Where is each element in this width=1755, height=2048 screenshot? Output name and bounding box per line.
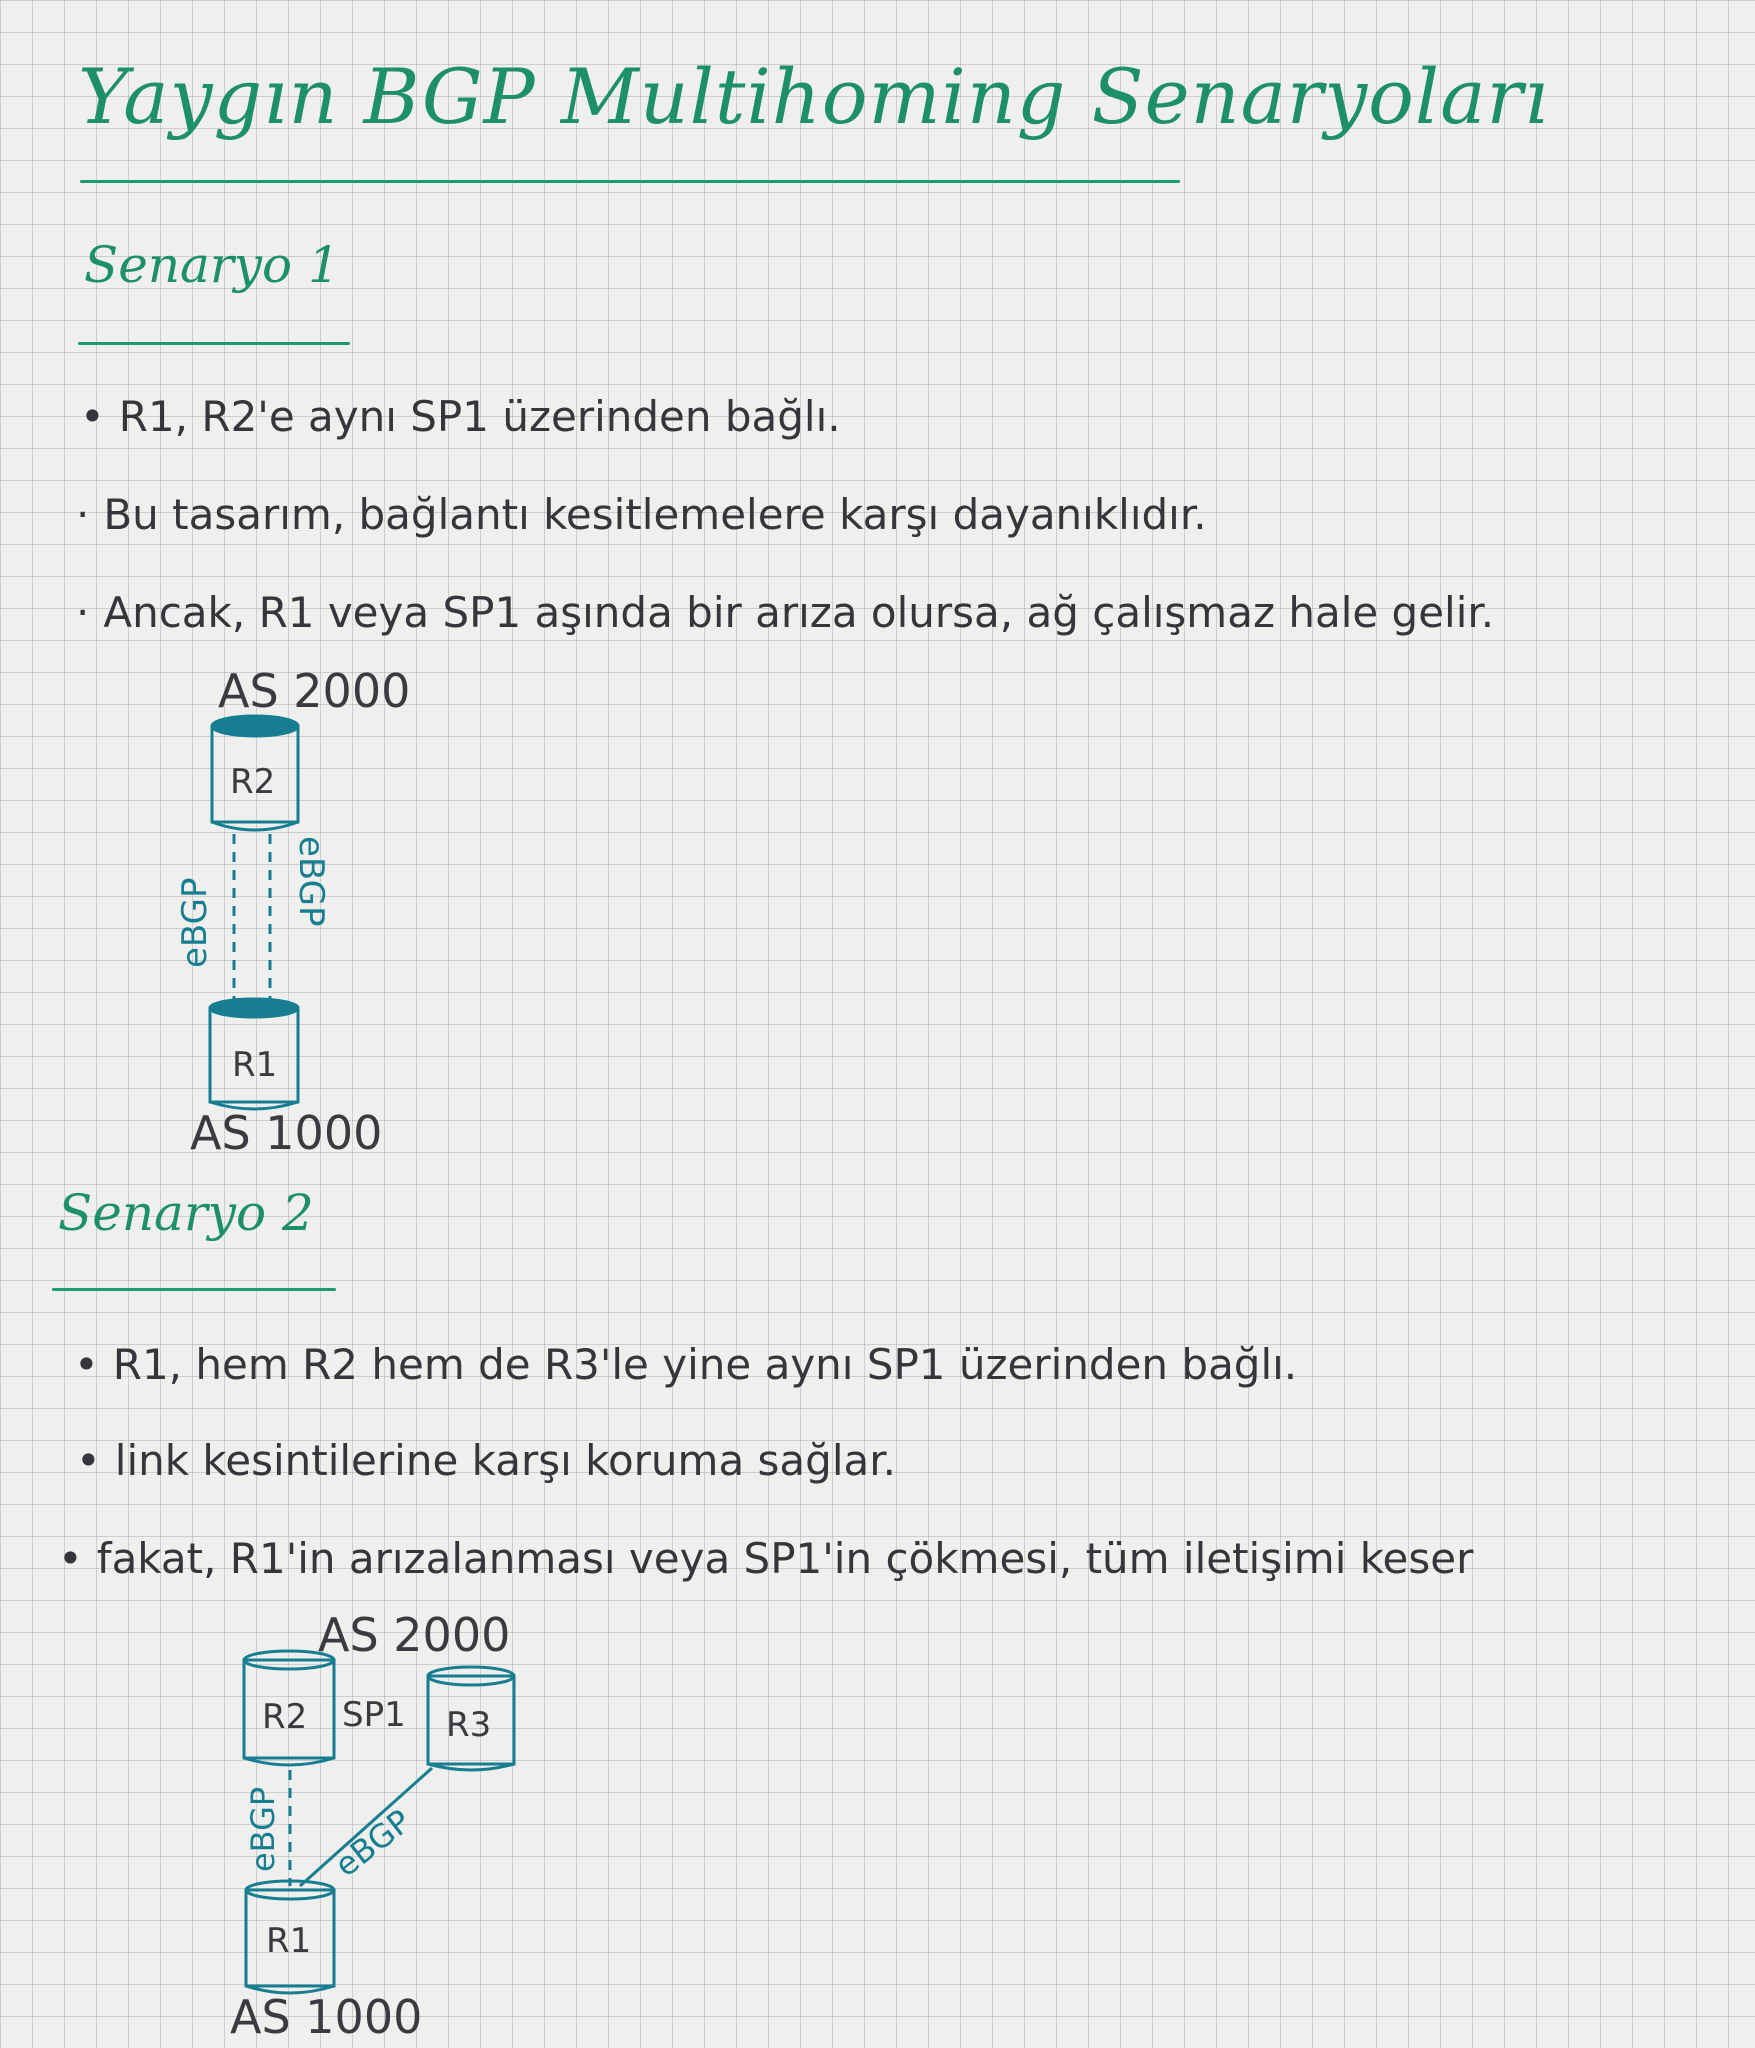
router-r2: R2: [242, 1649, 336, 1767]
bullet-text: R1, R2'e aynı SP1 üzerinden bağlı.: [118, 392, 841, 441]
scenario1-as-top: AS 2000: [218, 664, 411, 718]
scenario1-bullet-3: ·Ancak, R1 veya SP1 aşında bir arıza olu…: [76, 588, 1495, 637]
scenario2-link-diag-label: eBGP: [328, 1802, 419, 1884]
scenario2-heading: Senaryo 2: [58, 1184, 314, 1242]
router-r2-label: R2: [262, 1697, 307, 1737]
scenario2-link-left-label: eBGP: [244, 1787, 282, 1872]
scenario2-underline: [52, 1288, 336, 1291]
scenario1-bullet-1: •R1, R2'e aynı SP1 üzerinden bağlı.: [80, 392, 841, 441]
scenario2-as-bottom: AS 1000: [230, 1990, 423, 2044]
router-r3-label: R3: [446, 1705, 491, 1745]
router-r2: R2: [210, 714, 300, 832]
bullet-text: fakat, R1'in arızalanması veya SP1'in çö…: [96, 1534, 1474, 1583]
scenario1-link-right-label: eBGP: [291, 836, 331, 927]
title-underline: [80, 180, 1180, 183]
router-r3: R3: [426, 1665, 516, 1772]
scenario1-link-left-label: eBGP: [175, 878, 215, 969]
scenario2-bullet-3: •fakat, R1'in arızalanması veya SP1'in ç…: [58, 1534, 1474, 1583]
provider-sp1-label: SP1: [342, 1695, 406, 1735]
scenario1-as-bottom: AS 1000: [190, 1106, 383, 1160]
scenario2-bullet-1: •R1, hem R2 hem de R3'le yine aynı SP1 ü…: [74, 1340, 1298, 1389]
bullet-text: R1, hem R2 hem de R3'le yine aynı SP1 üz…: [112, 1340, 1298, 1389]
router-r1: R1: [244, 1879, 336, 1995]
scenario1-bullet-2: ·Bu tasarım, bağlantı kesitlemelere karş…: [76, 490, 1207, 539]
scenario2-as-top: AS 2000: [318, 1608, 511, 1662]
bullet-text: Ancak, R1 veya SP1 aşında bir arıza olur…: [103, 588, 1495, 637]
scenario1-underline: [78, 342, 350, 345]
router-r1-label: R1: [232, 1045, 277, 1085]
page-title: Yaygın BGP Multihoming Senaryoları: [78, 52, 1550, 141]
scenario1-heading: Senaryo 1: [84, 236, 340, 294]
scenario2-bullet-2: •link kesintilerine karşı koruma sağlar.: [76, 1436, 896, 1485]
link-r1-r3: [299, 1766, 433, 1888]
router-r1-label: R1: [266, 1921, 311, 1961]
bullet-text: link kesintilerine karşı koruma sağlar.: [114, 1436, 896, 1485]
router-r1: R1: [208, 997, 300, 1111]
bullet-text: Bu tasarım, bağlantı kesitlemelere karşı…: [103, 490, 1207, 539]
router-r2-label: R2: [230, 762, 275, 802]
